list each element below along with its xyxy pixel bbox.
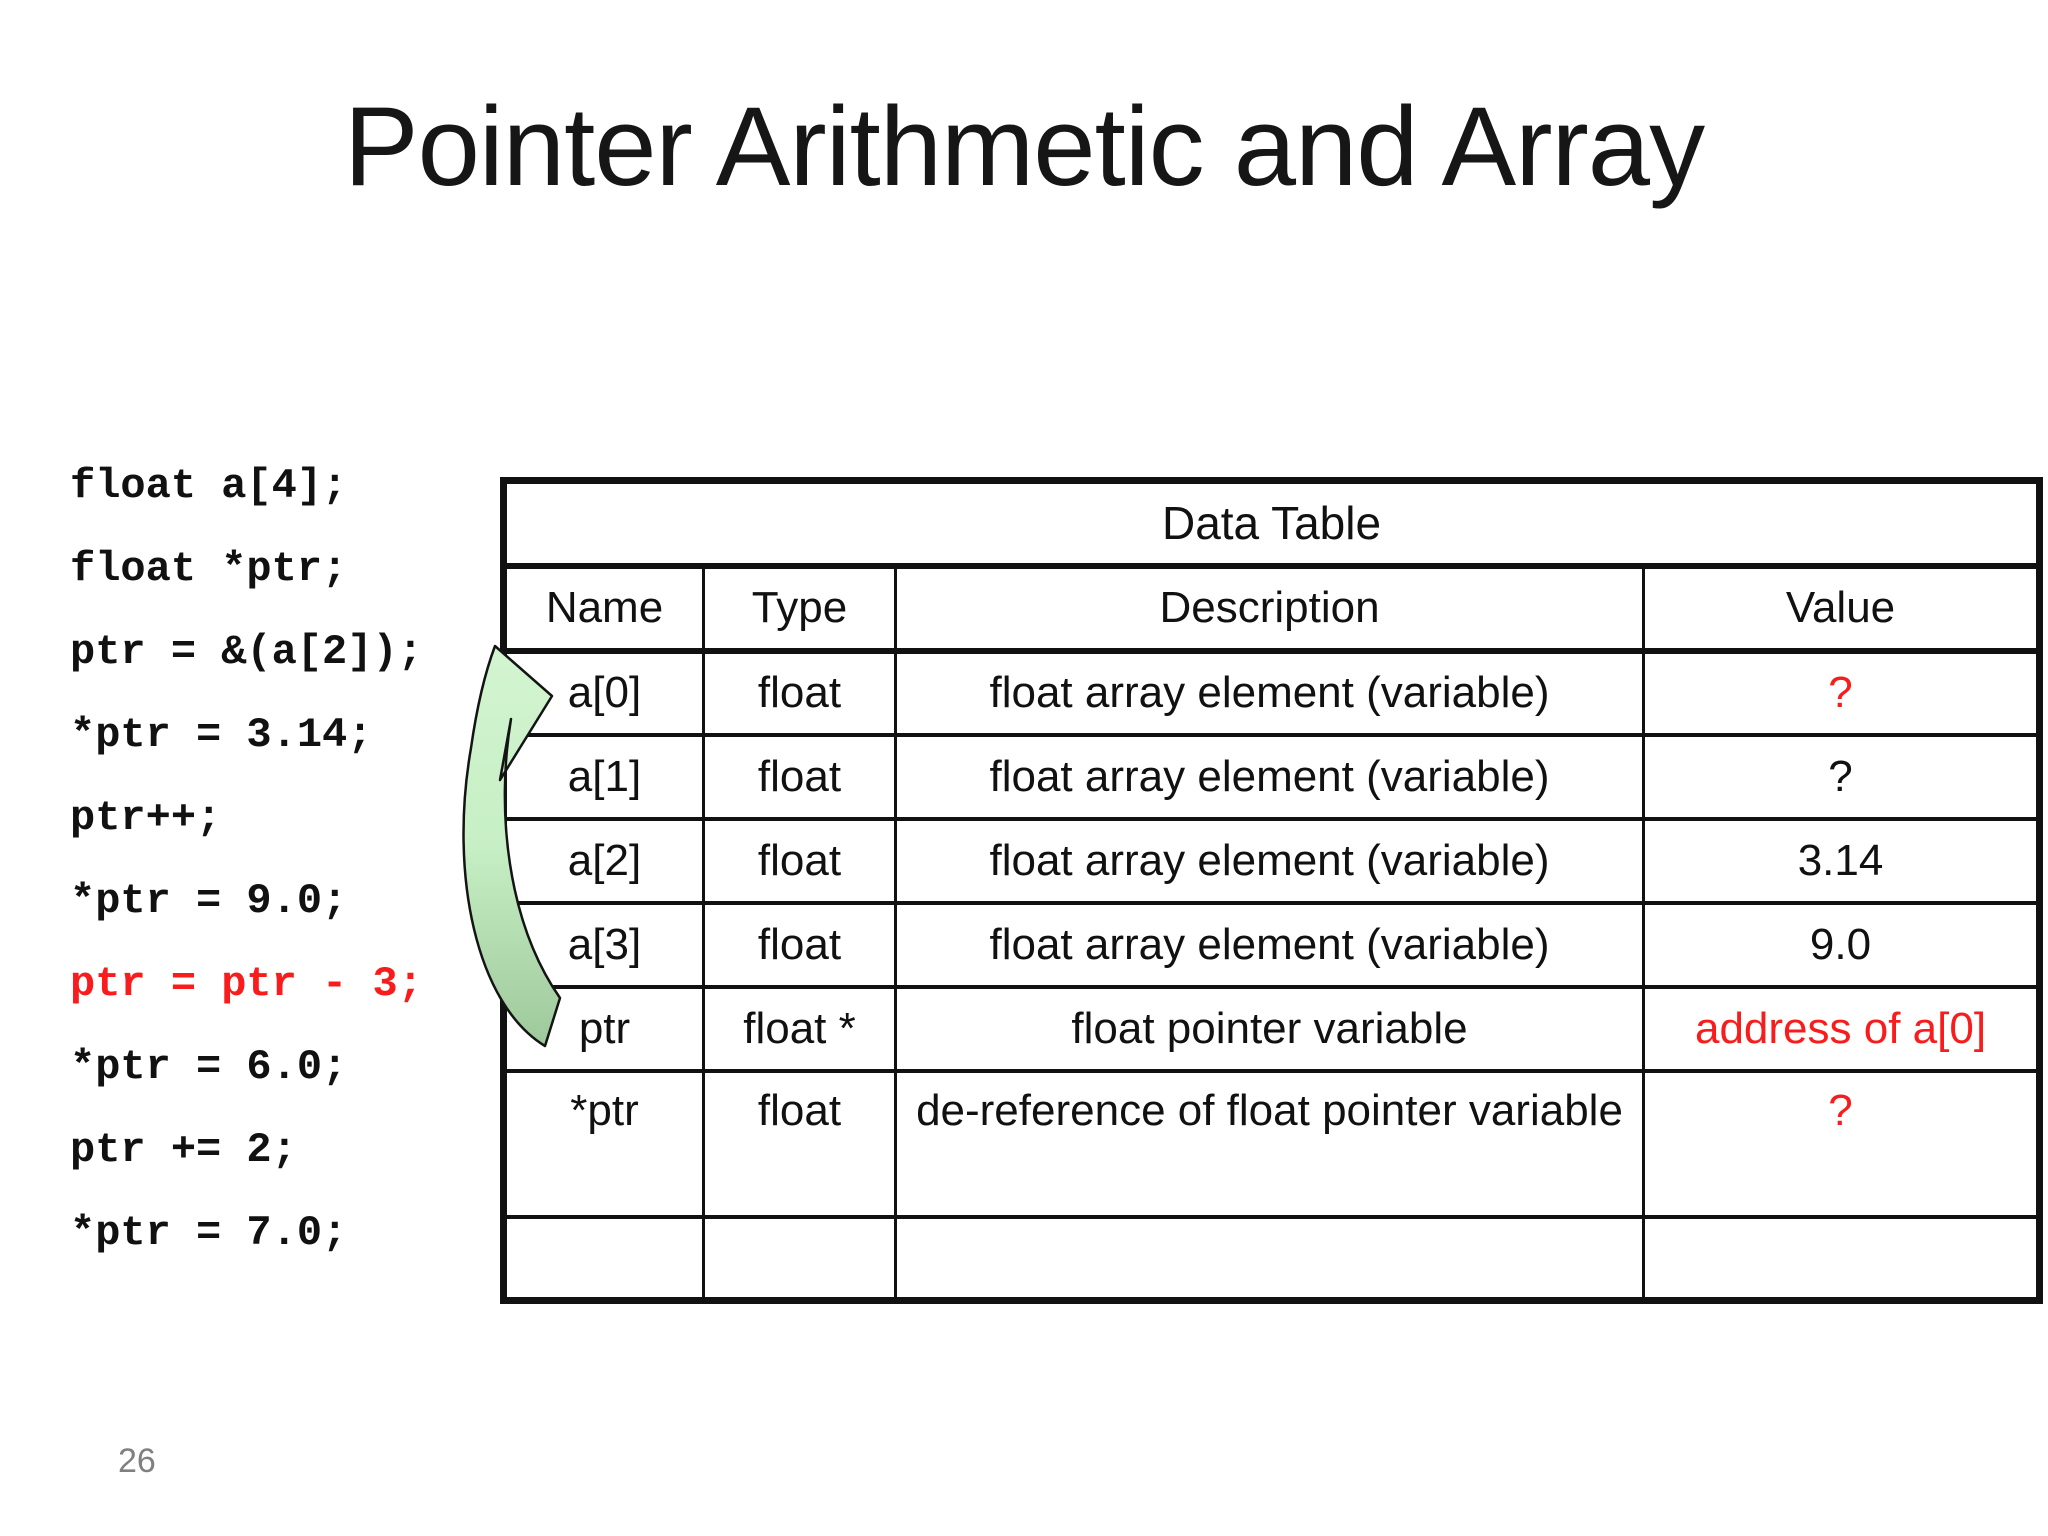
cell-name bbox=[502, 1214, 705, 1303]
code-line-2: float *ptr; bbox=[70, 544, 348, 593]
table-row-empty bbox=[502, 1214, 2042, 1303]
code-line-8: *ptr = 6.0; bbox=[70, 1042, 348, 1091]
code-line-7-highlighted: ptr = ptr - 3; bbox=[70, 959, 423, 1008]
code-line-6: *ptr = 9.0; bbox=[70, 876, 348, 925]
cell-name: a[2] bbox=[502, 816, 705, 905]
cell-name: a[0] bbox=[502, 648, 705, 737]
cell-description bbox=[894, 1214, 1645, 1303]
cell-value: ? bbox=[1641, 648, 2042, 737]
cell-description: float array element (variable) bbox=[894, 816, 1645, 905]
code-line-4: *ptr = 3.14; bbox=[70, 710, 373, 759]
table-row-a1: a[1] float float array element (variable… bbox=[502, 732, 2042, 821]
table-row-a2: a[2] float float array element (variable… bbox=[502, 816, 2042, 905]
cell-description: float array element (variable) bbox=[894, 732, 1645, 821]
cell-type: float bbox=[702, 648, 897, 737]
table-row-a0: a[0] float float array element (variable… bbox=[502, 648, 2042, 737]
column-header-type: Type bbox=[702, 563, 897, 654]
cell-value: 9.0 bbox=[1641, 900, 2042, 989]
table-row-a3: a[3] float float array element (variable… bbox=[502, 900, 2042, 989]
cell-type: float bbox=[702, 1068, 897, 1219]
cell-type: float bbox=[702, 816, 897, 905]
code-line-1: float a[4]; bbox=[70, 461, 348, 510]
code-line-5: ptr++; bbox=[70, 793, 222, 842]
cell-value bbox=[1641, 1214, 2042, 1303]
cell-name: *ptr bbox=[502, 1068, 705, 1219]
cell-value: 3.14 bbox=[1641, 816, 2042, 905]
page-number: 26 bbox=[118, 1442, 156, 1480]
table-title: Data Table bbox=[501, 478, 2042, 569]
column-header-name: Name bbox=[502, 563, 705, 654]
cell-type: float bbox=[702, 732, 897, 821]
cell-name: a[1] bbox=[502, 732, 705, 821]
cell-type bbox=[702, 1214, 897, 1303]
code-line-3: ptr = &(a[2]); bbox=[70, 627, 423, 676]
column-header-description: Description bbox=[894, 563, 1645, 654]
code-line-9: ptr += 2; bbox=[70, 1125, 297, 1174]
cell-name: ptr bbox=[502, 984, 705, 1073]
cell-type: float bbox=[702, 900, 897, 989]
code-line-10: *ptr = 7.0; bbox=[70, 1208, 348, 1257]
column-header-value: Value bbox=[1641, 563, 2042, 654]
data-table: Data Table Name Type Description Value a… bbox=[500, 477, 2044, 1304]
cell-value: ? bbox=[1641, 1068, 2042, 1219]
cell-name: a[3] bbox=[502, 900, 705, 989]
cell-value: ? bbox=[1641, 732, 2042, 821]
cell-description: float pointer variable bbox=[894, 984, 1645, 1073]
table-row-deref-ptr: *ptr float de-reference of float pointer… bbox=[502, 1068, 2042, 1219]
cell-description: float array element (variable) bbox=[894, 900, 1645, 989]
cell-type: float * bbox=[702, 984, 897, 1073]
cell-description: de-reference of float pointer variable bbox=[894, 1068, 1645, 1219]
cell-description: float array element (variable) bbox=[894, 648, 1645, 737]
slide-title: Pointer Arithmetic and Array bbox=[343, 84, 1705, 209]
table-row-ptr: ptr float * float pointer variable addre… bbox=[502, 984, 2042, 1073]
code-block: float a[4]; float *ptr; ptr = &(a[2]); *… bbox=[70, 444, 423, 1274]
cell-value: address of a[0] bbox=[1641, 984, 2042, 1073]
